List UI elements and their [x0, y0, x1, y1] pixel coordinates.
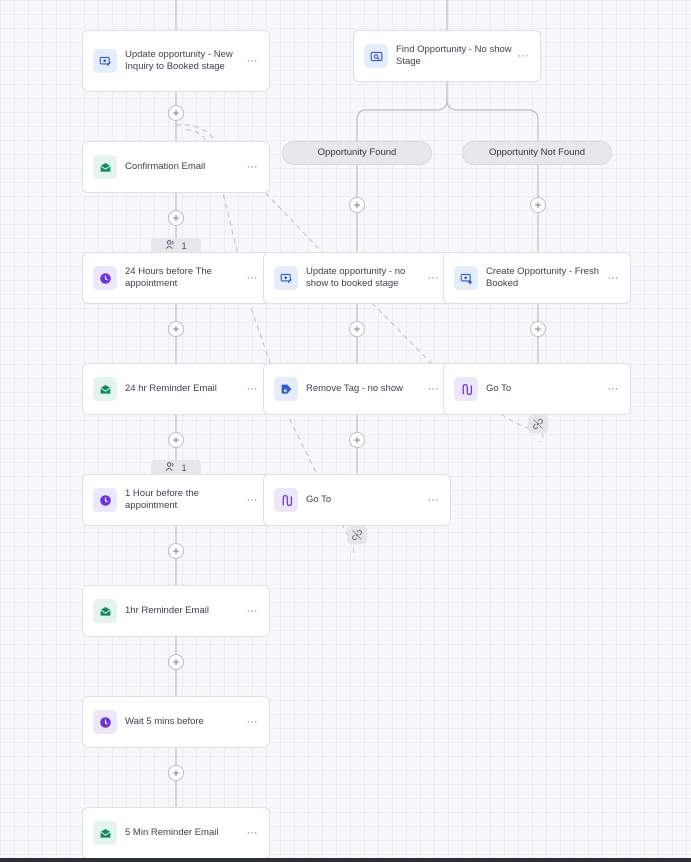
node-label: Update opportunity - New Inquiry to Book… — [125, 49, 233, 72]
update-opportunity-booked-node[interactable]: Update opportunity - New Inquiry to Book… — [82, 30, 270, 92]
goto-link-icon[interactable] — [347, 526, 367, 544]
contacts-waiting-badge[interactable]: 1 — [151, 238, 201, 254]
goto-icon — [454, 377, 478, 401]
email-icon — [93, 377, 117, 401]
window-bottom-edge — [0, 858, 691, 862]
more-options-button[interactable]: ··· — [427, 494, 439, 506]
find-opportunity-icon — [364, 44, 388, 68]
reminder-5min-email-node[interactable]: 5 Min Reminder Email ··· — [82, 807, 270, 859]
find-opportunity-node[interactable]: Find Opportunity - No show Stage ··· — [353, 30, 541, 82]
more-options-button[interactable]: ··· — [246, 161, 258, 173]
contacts-icon — [165, 461, 176, 475]
wait-5-mins-node[interactable]: Wait 5 mins before ··· — [82, 696, 270, 748]
more-options-button[interactable]: ··· — [427, 272, 439, 284]
email-icon — [93, 155, 117, 179]
email-icon — [93, 821, 117, 845]
more-options-button[interactable]: ··· — [246, 716, 258, 728]
add-step-button[interactable]: + — [349, 197, 365, 213]
more-options-button[interactable]: ··· — [246, 272, 258, 284]
goto-icon — [274, 488, 298, 512]
goto-node[interactable]: Go To ··· — [443, 363, 631, 415]
more-options-button[interactable]: ··· — [246, 383, 258, 395]
node-label: Go To — [306, 494, 332, 505]
reminder-24hr-email-node[interactable]: 24 hr Reminder Email ··· — [82, 363, 270, 415]
create-opportunity-node[interactable]: Create Opportunity - Fresh Booked ··· — [443, 252, 631, 304]
more-options-button[interactable]: ··· — [607, 272, 619, 284]
create-opportunity-icon — [454, 266, 478, 290]
branch-opportunity-found[interactable]: Opportunity Found — [282, 141, 432, 165]
add-step-button[interactable]: + — [349, 321, 365, 337]
add-step-button[interactable]: + — [530, 197, 546, 213]
more-options-button[interactable]: ··· — [246, 827, 258, 839]
node-label: Update opportunity - no show to booked s… — [306, 266, 406, 289]
add-step-button[interactable]: + — [349, 432, 365, 448]
node-label: Remove Tag - no show — [306, 383, 403, 394]
add-step-button[interactable]: + — [168, 765, 184, 781]
update-opportunity-noshow-node[interactable]: Update opportunity - no show to booked s… — [263, 252, 451, 304]
update-opportunity-icon — [274, 266, 298, 290]
node-label: 1 Hour before the appointment — [125, 488, 199, 511]
confirmation-email-node[interactable]: Confirmation Email ··· — [82, 141, 270, 193]
add-step-button[interactable]: + — [168, 321, 184, 337]
node-label: Wait 5 mins before — [125, 716, 204, 727]
add-step-button[interactable]: + — [530, 321, 546, 337]
add-step-button[interactable]: + — [168, 432, 184, 448]
add-step-button[interactable]: + — [168, 210, 184, 226]
more-options-button[interactable]: ··· — [607, 383, 619, 395]
more-options-button[interactable]: ··· — [427, 383, 439, 395]
more-options-button[interactable]: ··· — [246, 605, 258, 617]
clock-icon — [93, 488, 117, 512]
add-step-button[interactable]: + — [168, 105, 184, 121]
remove-tag-icon — [274, 377, 298, 401]
node-label: 24 Hours before The appointment — [125, 266, 212, 289]
wait-1-hour-node[interactable]: 1 Hour before the appointment ··· — [82, 474, 270, 526]
contacts-waiting-badge[interactable]: 1 — [151, 460, 201, 476]
goto-link-icon[interactable] — [528, 415, 548, 433]
clock-icon — [93, 266, 117, 290]
remove-tag-node[interactable]: Remove Tag - no show ··· — [263, 363, 451, 415]
more-options-button[interactable]: ··· — [246, 55, 258, 67]
node-label: 24 hr Reminder Email — [125, 383, 217, 394]
more-options-button[interactable]: ··· — [517, 50, 529, 62]
badge-count: 1 — [181, 240, 187, 252]
reminder-1hr-email-node[interactable]: 1hr Reminder Email ··· — [82, 585, 270, 637]
node-label: Go To — [486, 383, 512, 394]
node-label: Confirmation Email — [125, 161, 206, 172]
more-options-button[interactable]: ··· — [246, 494, 258, 506]
add-step-button[interactable]: + — [168, 543, 184, 559]
clock-icon — [93, 710, 117, 734]
node-label: 5 Min Reminder Email — [125, 827, 219, 838]
goto-node[interactable]: Go To ··· — [263, 474, 451, 526]
node-label: 1hr Reminder Email — [125, 605, 209, 616]
add-step-button[interactable]: + — [168, 654, 184, 670]
node-label: Create Opportunity - Fresh Booked — [486, 266, 599, 289]
contacts-icon — [165, 239, 176, 253]
email-icon — [93, 599, 117, 623]
wait-24-hours-node[interactable]: 24 Hours before The appointment ··· — [82, 252, 270, 304]
branch-opportunity-not-found[interactable]: Opportunity Not Found — [462, 141, 612, 165]
update-opportunity-icon — [93, 49, 117, 73]
badge-count: 1 — [181, 462, 187, 474]
node-label: Find Opportunity - No show Stage — [396, 44, 512, 67]
